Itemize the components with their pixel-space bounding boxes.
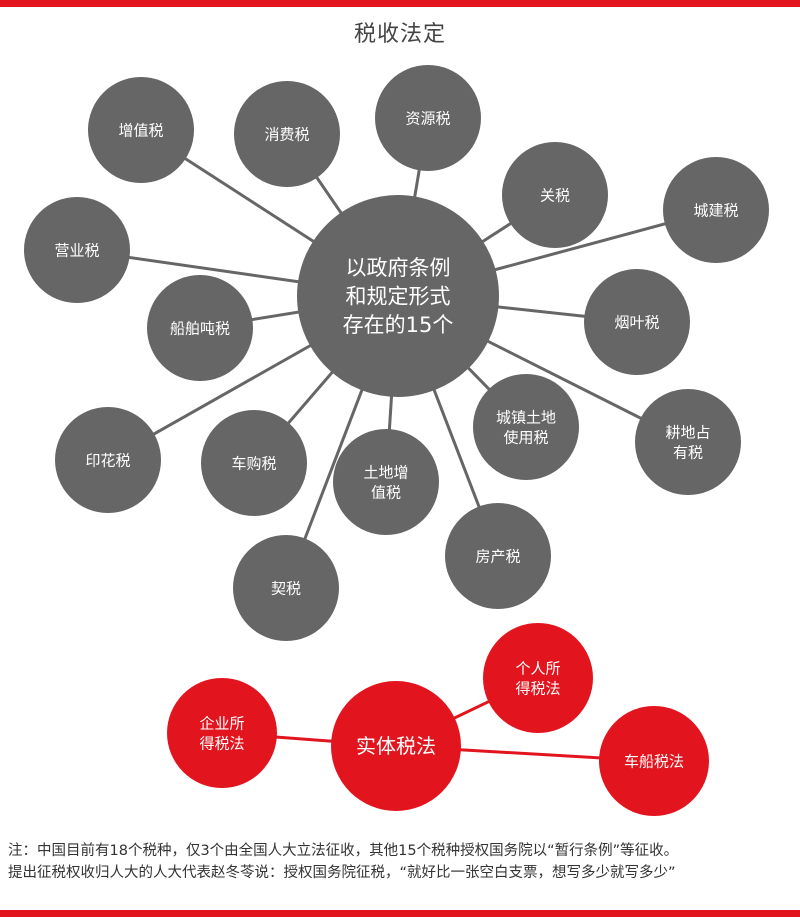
hub-node-label: 存在的15个 (343, 313, 454, 337)
tax-node-chengjian: 城建税 (663, 157, 769, 263)
tax-node-zengzhi-circle (88, 77, 194, 183)
top-accent-bar (0, 0, 800, 7)
law-node-chechuan: 车船税法 (599, 706, 709, 816)
tax-node-gengdizhan-circle (635, 389, 741, 495)
tax-node-yinhua-circle (55, 407, 161, 513)
tax-node-chegou-circle (201, 410, 307, 516)
footnote-line-2: 提出征税权收归人大的人大代表赵冬苓说：授权国务院征税，“就好比一张空白支票，想写… (8, 865, 676, 881)
tax-node-chegou-label: 车购税 (231, 454, 276, 472)
tax-node-fangchan-circle (445, 503, 551, 609)
law-hub-node-circle (331, 681, 461, 811)
tax-node-fangchan-label: 房产税 (475, 547, 520, 565)
tax-node-guan: 关税 (502, 142, 608, 248)
tax-node-gengdizhan-label: 有税 (673, 444, 703, 462)
tax-node-xiaofei-circle (234, 81, 340, 187)
law-node-qiye-circle (167, 678, 277, 788)
law-hub-node: 实体税法 (331, 681, 461, 811)
tax-node-guan-label: 关税 (540, 186, 570, 204)
tax-diagram: 增值税消费税资源税关税城建税营业税船舶吨税烟叶税印花税车购税土地增值税城镇土地使… (24, 65, 769, 816)
tax-node-xiaofei-label: 消费税 (264, 125, 309, 143)
tax-node-chengzhentudi-circle (473, 374, 579, 480)
tax-node-yinhua: 印花税 (55, 407, 161, 513)
tax-node-ziyuan-label: 资源税 (405, 109, 450, 127)
tax-node-chuanbodun-label: 船舶吨税 (170, 319, 230, 337)
tax-node-chuanbodun-circle (147, 275, 253, 381)
tax-node-ziyuan-circle (375, 65, 481, 171)
hub-node-label: 和规定形式 (346, 285, 451, 309)
law-node-geren-circle (483, 623, 593, 733)
tax-node-yingye: 营业税 (24, 197, 130, 303)
tax-node-tudizengzhi-label: 值税 (371, 484, 401, 502)
tax-node-fangchan: 房产税 (445, 503, 551, 609)
law-node-geren-label: 个人所 (515, 659, 560, 677)
law-node-geren-label: 得税法 (515, 680, 560, 698)
tax-node-chuanbodun: 船舶吨税 (147, 275, 253, 381)
tax-node-ziyuan: 资源税 (375, 65, 481, 171)
hub-node-label: 以政府条例 (346, 256, 451, 280)
tax-node-yanye-circle (584, 269, 690, 375)
law-node-chechuan-circle (599, 706, 709, 816)
hub-node-circle (297, 195, 499, 397)
tax-node-zengzhi: 增值税 (88, 77, 194, 183)
law-node-qiye-label: 企业所 (199, 714, 244, 732)
tax-node-chengzhentudi-label: 城镇土地 (496, 408, 556, 426)
law-node-chechuan-label: 车船税法 (624, 752, 684, 770)
tax-node-chengjian-circle (663, 157, 769, 263)
tax-node-yinhua-label: 印花税 (85, 451, 130, 469)
tax-node-yingye-circle (24, 197, 130, 303)
tax-node-yingye-label: 营业税 (54, 241, 99, 259)
tax-node-yanye-label: 烟叶税 (614, 313, 659, 331)
tax-node-yanye: 烟叶税 (584, 269, 690, 375)
tax-node-gengdizhan-label: 耕地占 (665, 423, 710, 441)
tax-node-tudizengzhi-label: 土地增 (363, 463, 408, 481)
tax-node-guan-circle (502, 142, 608, 248)
footnote-line-1: 注：中国目前有18个税种，仅3个由全国人大立法征收，其他15个税种授权国务院以“… (8, 843, 679, 859)
tax-node-chengjian-label: 城建税 (693, 201, 738, 219)
law-hub-node-label: 实体税法 (356, 734, 436, 758)
tax-node-qi: 契税 (233, 535, 339, 641)
page-title: 税收法定 (353, 22, 446, 47)
bottom-accent-bar (0, 910, 800, 917)
law-node-qiye-label: 得税法 (199, 735, 244, 753)
footnote: 注：中国目前有18个税种，仅3个由全国人大立法征收，其他15个税种授权国务院以“… (8, 840, 798, 884)
tax-node-xiaofei: 消费税 (234, 81, 340, 187)
tax-node-qi-label: 契税 (271, 579, 301, 597)
tax-node-tudizengzhi-circle (333, 429, 439, 535)
tax-node-chengzhentudi-label: 使用税 (503, 429, 548, 447)
tax-node-qi-circle (233, 535, 339, 641)
tax-node-chegou: 车购税 (201, 410, 307, 516)
tax-node-zengzhi-label: 增值税 (118, 121, 163, 139)
